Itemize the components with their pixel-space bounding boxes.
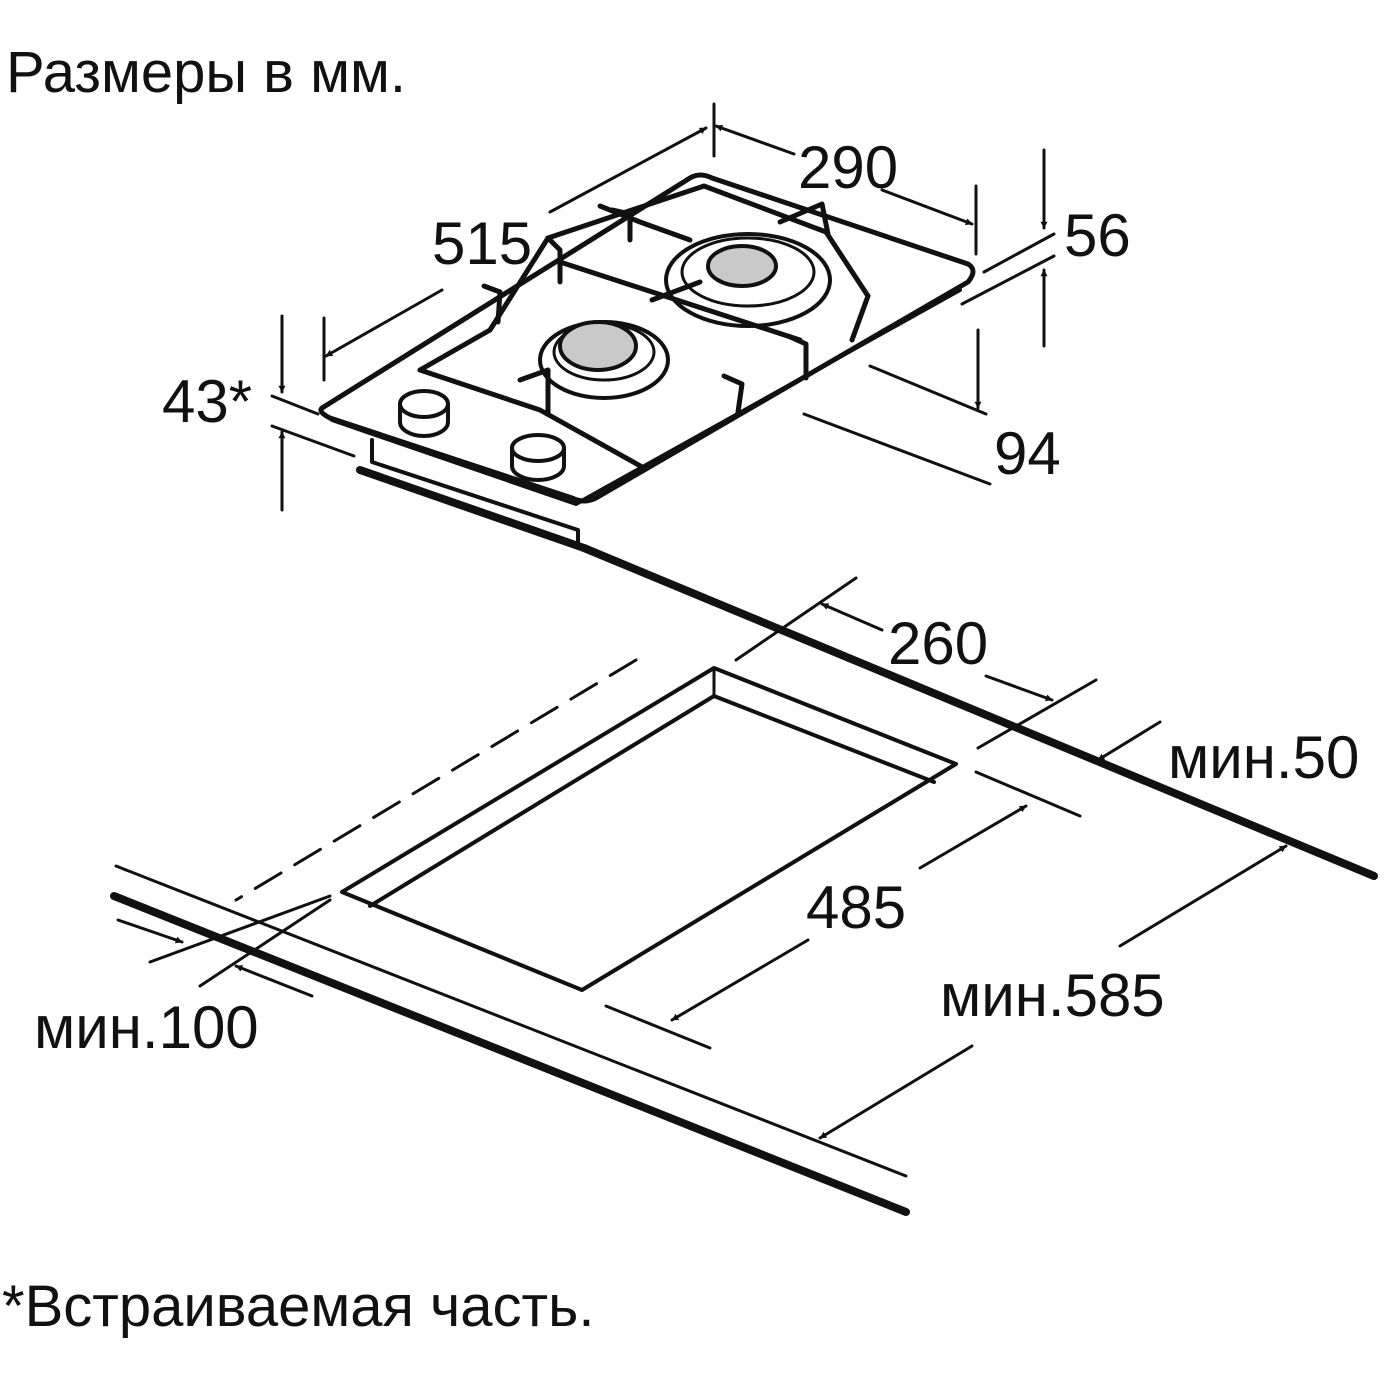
dim-43-label: 43*	[162, 368, 252, 435]
worktop-front-edge-top	[114, 864, 908, 1178]
worktop-rear-edge	[580, 544, 1378, 880]
dim-260-label: 260	[888, 610, 988, 677]
control-knob-right	[510, 433, 566, 482]
dim-485: 485	[604, 770, 1082, 1050]
dim-485-label: 485	[806, 874, 906, 941]
pan-support-rear	[545, 183, 871, 343]
dim-290-label: 290	[798, 134, 898, 201]
worktop	[110, 544, 1378, 1216]
dim-min50: мин.50	[1096, 720, 1359, 791]
dim-94-label: 94	[994, 420, 1061, 487]
burner-small	[538, 320, 670, 400]
hob-side-body	[370, 438, 580, 546]
dim-94: 94	[802, 328, 1061, 487]
dim-min585-label: мин.585	[940, 962, 1165, 1029]
dim-515: 515	[322, 126, 708, 382]
dim-56-label: 56	[1064, 202, 1131, 269]
hob-base-edge	[356, 466, 588, 552]
control-knob-left	[398, 389, 450, 438]
cutout-dashed-line	[234, 658, 638, 902]
dim-min100: мин.100	[34, 894, 332, 1061]
units-title: Размеры в мм.	[6, 40, 406, 105]
worktop-front-edge	[110, 892, 910, 1216]
dim-min585: мин.585	[818, 844, 1288, 1140]
gas-hob	[318, 172, 976, 552]
dim-515-label: 515	[432, 210, 532, 277]
cutout-outer	[340, 666, 958, 992]
cutout	[234, 658, 958, 992]
dim-43: 43*	[162, 314, 356, 512]
dim-min50-label: мин.50	[1168, 724, 1359, 791]
dim-min100-label: мин.100	[34, 994, 259, 1061]
dim-56: 56	[960, 148, 1131, 348]
hob-top-plate	[318, 172, 976, 504]
burner-large	[664, 232, 832, 328]
footnote-builtin-part: *Встраиваемая часть.	[2, 1274, 594, 1339]
dim-260: 260	[734, 576, 1098, 750]
hob-inner-edge	[330, 288, 962, 506]
dim-290: 290	[712, 102, 978, 256]
